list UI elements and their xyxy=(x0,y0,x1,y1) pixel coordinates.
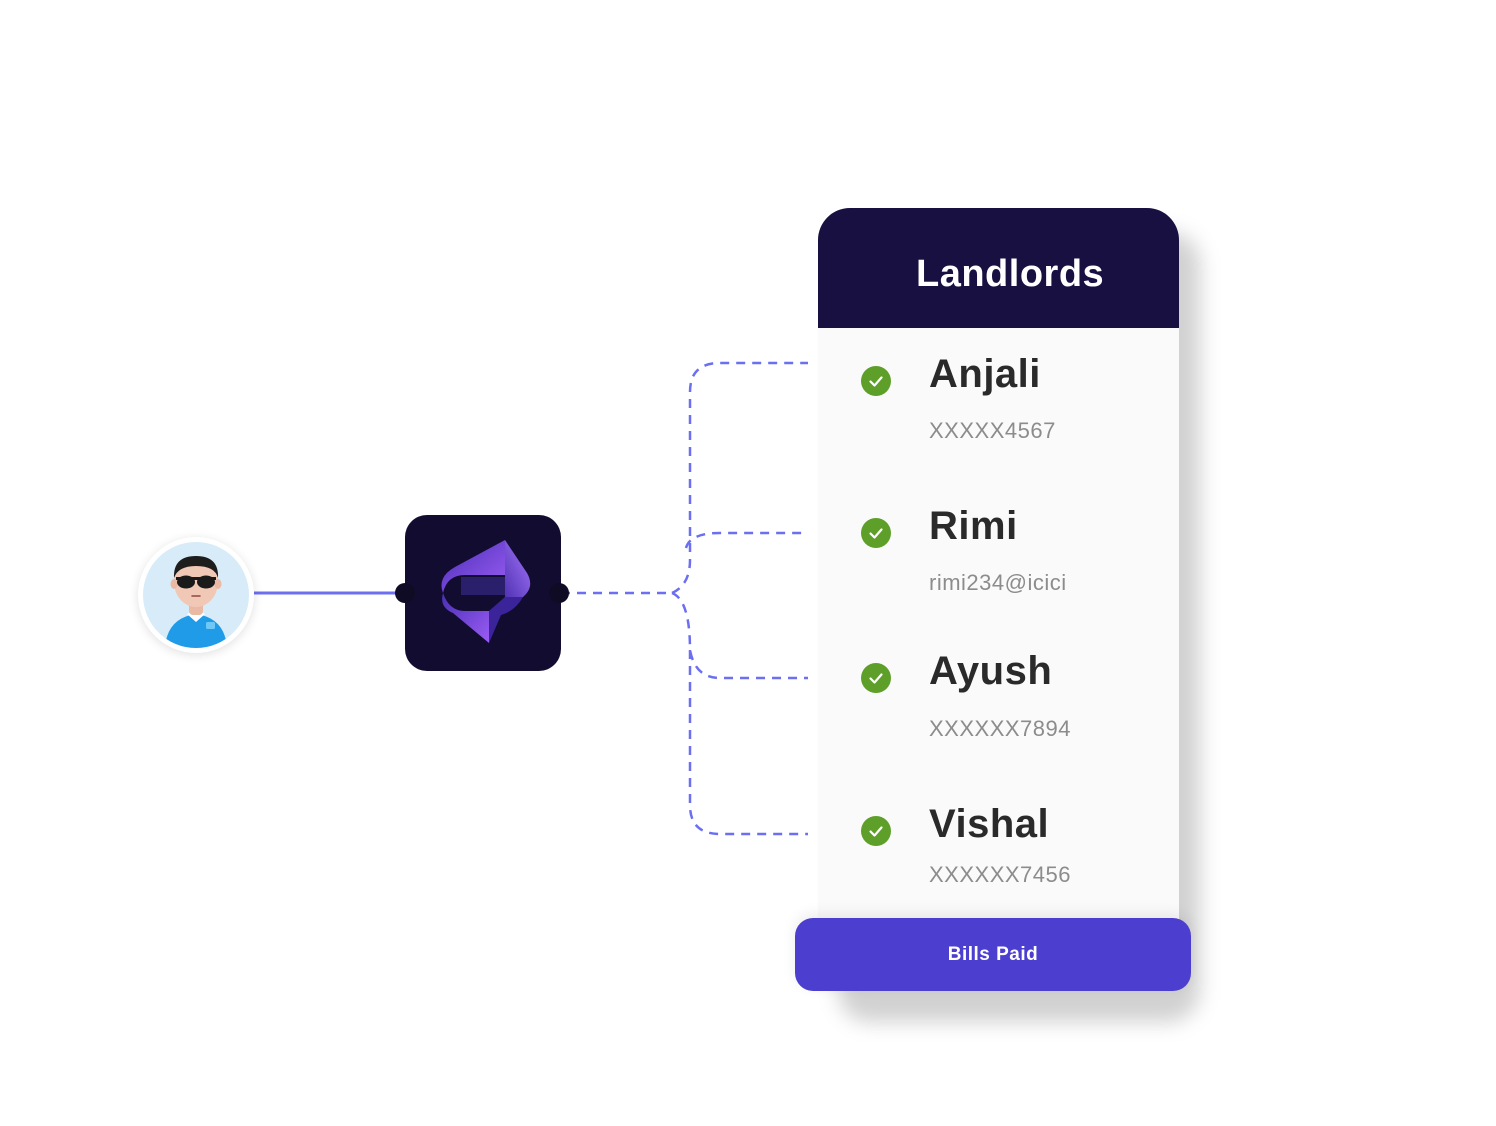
landlord-account: rimi234@icici xyxy=(929,570,1067,595)
app-logo-tile xyxy=(405,515,561,671)
input-port xyxy=(395,583,415,603)
card-title: Landlords xyxy=(916,252,1105,295)
landlords-card: Landlords Anjali XXXXX4567 Rimi rimi234@… xyxy=(818,208,1179,968)
user-avatar-icon xyxy=(165,556,227,648)
app-logo-icon xyxy=(441,540,531,643)
landlord-account: XXXXX4567 xyxy=(929,418,1056,443)
branch-line-anjali xyxy=(671,361,808,595)
branch-line-ayush xyxy=(671,591,808,680)
check-circle-icon xyxy=(861,816,891,846)
user-avatar xyxy=(138,537,254,653)
landlord-account: XXXXXX7456 xyxy=(929,862,1071,887)
card-header: Landlords xyxy=(818,208,1179,328)
landlord-name: Vishal xyxy=(929,802,1050,846)
landlord-name: Rimi xyxy=(929,504,1018,548)
check-circle-icon xyxy=(861,518,891,548)
output-port xyxy=(549,583,569,603)
check-circle-icon xyxy=(861,663,891,693)
check-circle-icon xyxy=(861,366,891,396)
landlord-name: Anjali xyxy=(929,352,1041,396)
bills-paid-button[interactable]: Bills Paid xyxy=(795,918,1191,991)
landlord-name: Ayush xyxy=(929,649,1053,693)
landlord-account: XXXXXX7894 xyxy=(929,716,1071,741)
branch-line-rimi xyxy=(684,531,808,549)
branch-line-vishal xyxy=(688,650,808,836)
